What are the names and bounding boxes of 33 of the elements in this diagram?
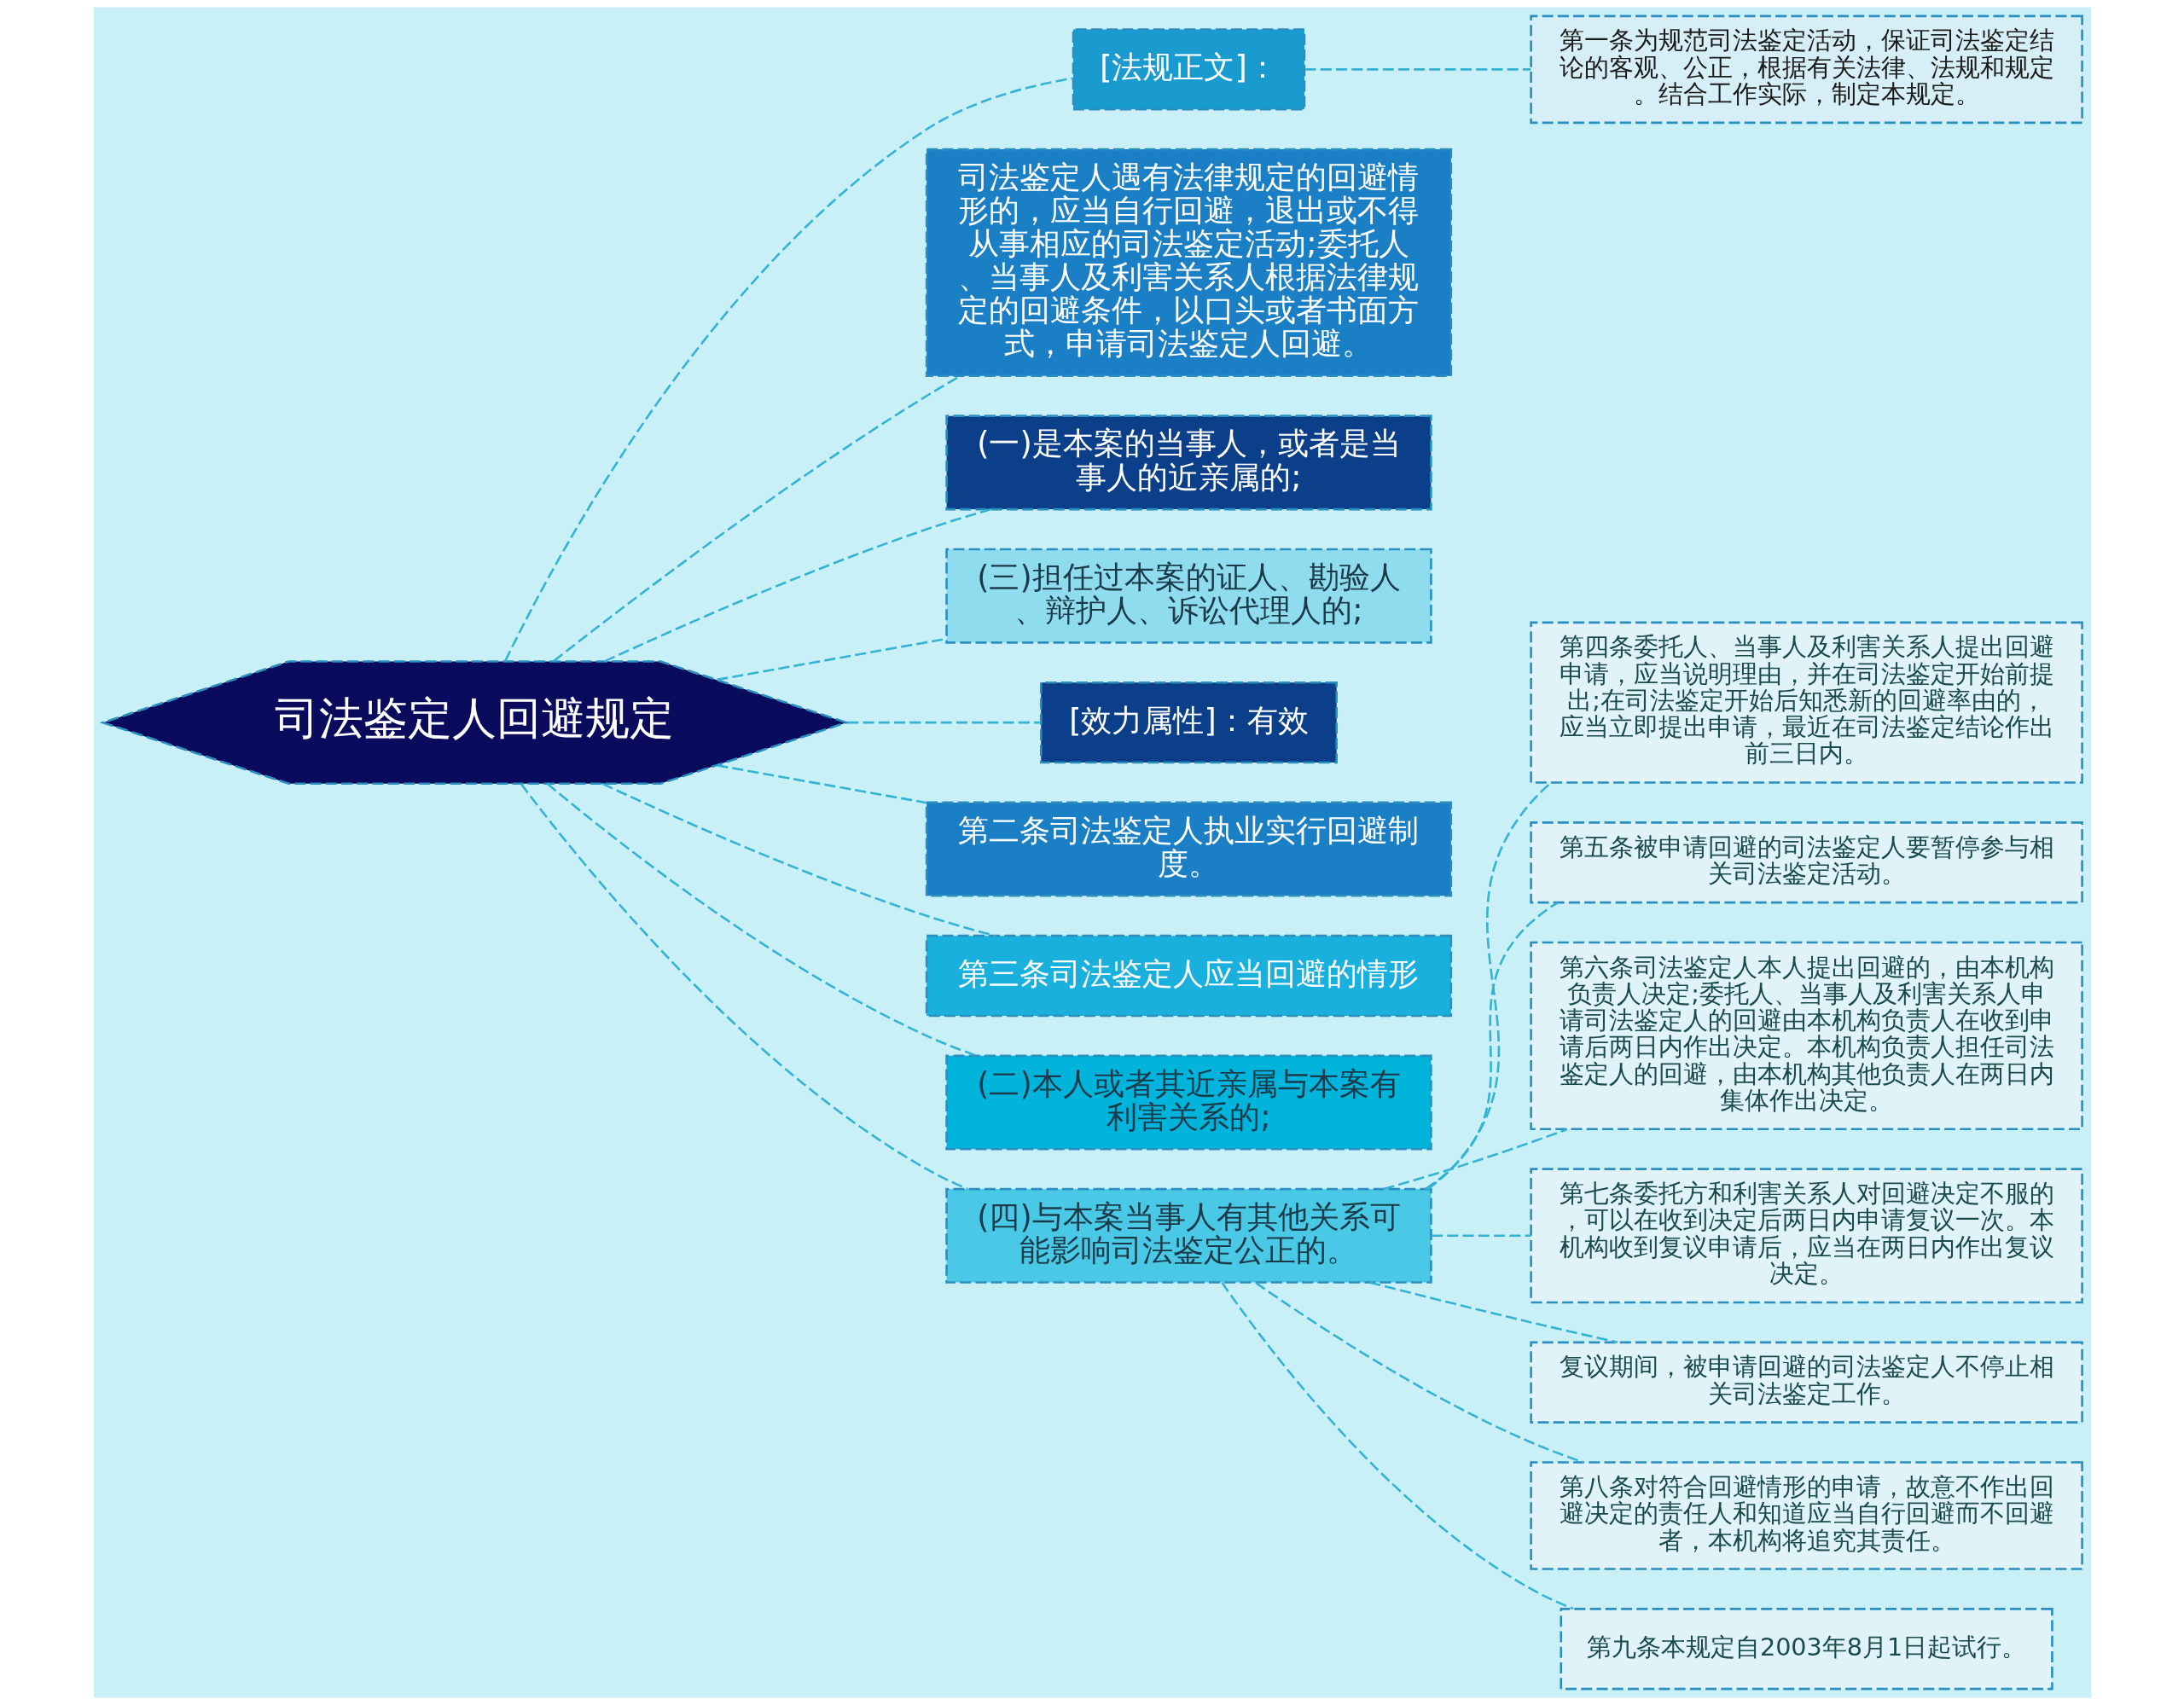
connector: [1424, 902, 1558, 1190]
connector: [520, 783, 968, 1191]
connector: [1431, 1234, 1531, 1238]
node-box: (一)是本案的当事人，或者是当事人的近亲属的;: [944, 415, 1432, 511]
connector: [601, 782, 996, 937]
node-box: 第三条司法鉴定人应当回避的情形: [925, 934, 1452, 1018]
connector: [1426, 781, 1552, 1191]
node-box: [效力属性]：有效: [1039, 681, 1338, 764]
connector: [503, 77, 1073, 662]
node-box: 第六条司法鉴定人本人提出回避的，由本机构负责人决定;委托人、当事人及利害关系人申请司法鉴定人的回避由本机构负责人在收到申请后两日内作出决定。本机构负责人担任司法鉴定人的回避，由本机构其他负责人在两日内集体作出决定。: [1529, 941, 2083, 1131]
connector: [1368, 1281, 1618, 1343]
node-box: 第八条对符合回避情形的申请，故意不作出回避决定的责任人和知道应当自行回避而不回避者，本机构将追究其责任。: [1529, 1461, 2083, 1570]
connector: [553, 374, 961, 662]
node-box: 第五条被申请回避的司法鉴定人要暂停参与相关司法鉴定活动。: [1529, 821, 2083, 904]
connector: [1304, 68, 1531, 71]
connector: [546, 783, 977, 1057]
node-box: 第二条司法鉴定人执业实行回避制度。: [925, 801, 1452, 897]
node-box: 第七条委托方和利害关系人对回避决定不服的，可以在收到决定后两日内申请复议一次。本机构收到复议申请后，应当在两日内作出复议决定。: [1529, 1168, 2083, 1304]
node-box: 第一条为规范司法鉴定活动，保证司法鉴定结论的客观、公正，根据有关法律、法规和规定。结合工作实际，制定本规定。: [1529, 14, 2083, 125]
connector: [1220, 1281, 1574, 1610]
connector: [603, 508, 990, 663]
node-box: 第四条委托人、当事人及利害关系人提出回避申请，应当说明理由，并在司法鉴定开始前提出;在司法鉴定开始后知悉新的回避率由的，应当立即提出申请，最近在司法鉴定结论作出前三日内。: [1529, 621, 2083, 784]
node-box: (三)担任过本案的证人、勘验人、辩护人、诉讼代理人的;: [944, 548, 1432, 644]
connector: [1382, 1128, 1567, 1191]
node-box: 第九条本规定自2003年8月1日起试行。: [1560, 1608, 2053, 1691]
node-box: 司法鉴定人遇有法律规定的回避情形的，应当自行回避，退出或不得从事相应的司法鉴定活动;委托人、当事人及利害关系人根据法律规定的回避条件，以口头或者书面方式，申请司法鉴定人回避。: [925, 148, 1452, 378]
node-box: 复议期间，被申请回避的司法鉴定人不停止相关司法鉴定工作。: [1529, 1341, 2083, 1424]
node-box: (二)本人或者其近亲属与本案有利害关系的;: [944, 1054, 1432, 1151]
connector: [716, 764, 926, 804]
node-box: [法规正文]：: [1072, 28, 1305, 111]
connector: [1254, 1281, 1583, 1464]
node-box: (四)与本案当事人有其他关系可能影响司法鉴定公正的。: [944, 1187, 1432, 1284]
connector: [846, 721, 1041, 724]
